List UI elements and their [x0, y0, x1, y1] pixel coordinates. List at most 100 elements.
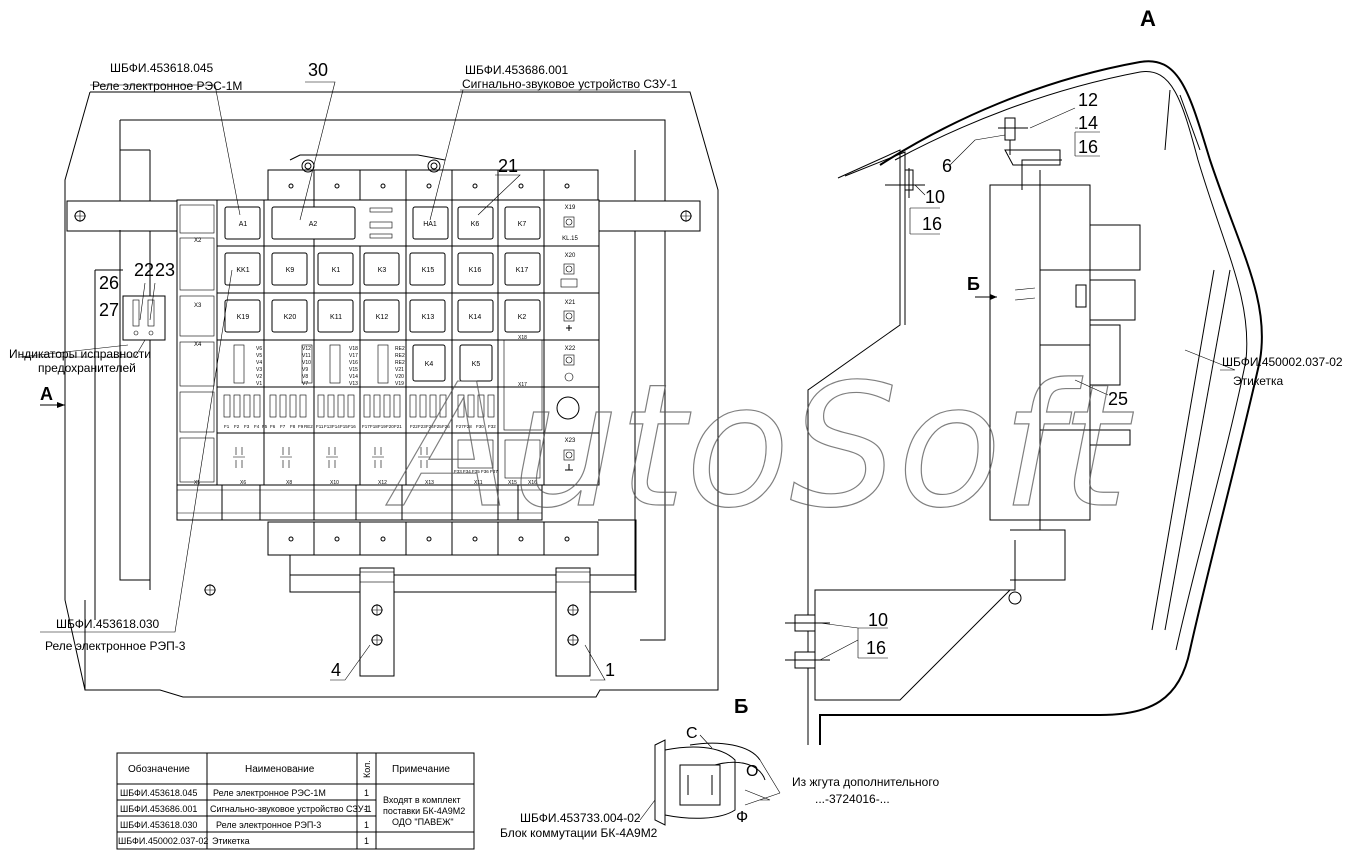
svg-text:F14: F14	[332, 424, 340, 429]
svg-text:F28: F28	[464, 424, 472, 429]
module-k16: K16	[469, 267, 482, 274]
callout-1: 1	[605, 660, 615, 680]
table-header-code: Обозначение	[128, 763, 190, 775]
module-k19: K19	[237, 314, 250, 321]
fuse-indicators	[94, 230, 166, 620]
top-lid-row	[267, 154, 599, 204]
row2-modules: KK1 K9 K1 K3 K15 K16 K17	[224, 252, 541, 286]
svg-text:F24: F24	[426, 424, 434, 429]
callout-22: 22	[134, 260, 154, 280]
x22-label: X22	[565, 346, 576, 352]
module-k14: K14	[469, 314, 482, 321]
module-k9: K9	[286, 267, 295, 274]
svg-text:F23: F23	[418, 424, 426, 429]
svg-text:V7: V7	[302, 381, 308, 387]
svg-text:RE2: RE2	[395, 353, 405, 359]
module-a2: A2	[309, 221, 318, 228]
wire-o: О	[746, 763, 758, 780]
table-row-2-qty: 1	[364, 804, 369, 814]
svg-text:V21: V21	[395, 367, 404, 373]
svg-text:X6: X6	[240, 480, 246, 486]
callout-4: 4	[331, 660, 341, 680]
table-note-2: поставки БК-4А9М2	[383, 806, 465, 816]
table-row-3-qty: 1	[364, 820, 369, 830]
clamps	[359, 567, 591, 677]
table-note-1: Входят в комплект	[383, 795, 461, 805]
diode-group-4: RE2	[395, 346, 405, 352]
table-header-name: Наименование	[245, 764, 315, 775]
callout-16-mid: 16	[922, 214, 942, 234]
watermark: AutoSoft	[385, 348, 1133, 546]
diode-group-3: V18	[349, 346, 358, 352]
rele-rec-code: ШБФИ.453618.045	[110, 61, 214, 75]
svg-text:RE2: RE2	[304, 424, 313, 429]
svg-text:F25: F25	[434, 424, 442, 429]
svg-text:F17: F17	[362, 424, 370, 429]
table-note-3: ОДО "ПАВЕЖ"	[392, 817, 454, 827]
x21-label: X21	[565, 300, 576, 306]
row1-modules: A1 A2 HA1 K6 K7	[224, 206, 541, 240]
callout-25: 25	[1108, 389, 1128, 409]
svg-text:F22: F22	[410, 424, 418, 429]
svg-text:F3: F3	[244, 424, 250, 429]
svg-text:F34: F34	[463, 469, 471, 474]
svg-text:F36: F36	[481, 469, 489, 474]
callout-6: 6	[942, 156, 952, 176]
svg-text:V3: V3	[256, 367, 262, 373]
arrow-a-label: А	[40, 384, 53, 404]
svg-text:F26: F26	[442, 424, 450, 429]
kl15-label: KL.15	[562, 236, 578, 242]
svg-text:F15: F15	[340, 424, 348, 429]
module-k12: K12	[376, 314, 389, 321]
fuse-f33: F33	[454, 469, 462, 474]
svg-text:F16: F16	[348, 424, 356, 429]
view-a-shell	[807, 60, 1263, 745]
connector-x2: X2	[194, 238, 202, 244]
module-k5: K5	[472, 361, 481, 368]
x18-label: X18	[518, 335, 527, 341]
svg-text:F4: F4	[254, 424, 260, 429]
fuse-row: F1 F2 F3 F4 F5 F6 F7 F8 F9 RE2 F11 F13 F…	[223, 394, 498, 474]
x20-label: X20	[565, 253, 576, 259]
module-ha1: HA1	[423, 221, 437, 228]
svg-text:F37: F37	[490, 469, 498, 474]
svg-text:V20: V20	[395, 374, 404, 380]
svg-text:F9: F9	[298, 424, 304, 429]
table-row-3-code: ШБФИ.453618.030	[120, 820, 197, 830]
svg-text:V19: V19	[395, 381, 404, 387]
table-row-4-code: ШБФИ.450002.037-02	[118, 836, 208, 846]
module-k2: K2	[518, 314, 527, 321]
rep-name: Реле электронное РЭП-3	[45, 639, 186, 653]
leaders-left	[19, 81, 640, 681]
spec-table	[116, 752, 475, 850]
module-k15: K15	[422, 267, 435, 274]
svg-text:V11: V11	[302, 353, 311, 359]
svg-text:V4: V4	[256, 360, 262, 366]
harness-1: Из жгута дополнительного	[792, 775, 939, 789]
rele-rec-name: Реле электронное РЭС-1М	[92, 79, 242, 93]
callout-10-top: 10	[925, 187, 945, 207]
fuse-f1: F1	[224, 424, 230, 429]
svg-text:F8: F8	[290, 424, 296, 429]
diode-group-2: V12	[302, 346, 311, 352]
diode-group-1: V6	[256, 346, 262, 352]
view-b-letter: Б	[734, 696, 748, 718]
callout-21: 21	[498, 156, 518, 176]
module-k3: K3	[378, 267, 387, 274]
wire-f: Ф	[736, 809, 748, 826]
row3-modules: K19 K20 K11 K12 K13 K14 K2	[224, 299, 541, 333]
module-k4: K4	[425, 361, 434, 368]
module-k6: K6	[471, 221, 480, 228]
x23-label: X23	[565, 438, 576, 444]
table-header-qty: Кол.	[362, 760, 372, 778]
table-row-1-code: ШБФИ.453618.045	[120, 788, 197, 798]
table-row-2-name: Сигнально-звуковое устройство СЗУ-1	[210, 804, 371, 814]
svg-text:V16: V16	[349, 360, 358, 366]
callout-30: 30	[308, 60, 328, 80]
arrow-b-label: Б	[967, 274, 980, 294]
module-k7: K7	[518, 221, 527, 228]
svg-text:V9: V9	[302, 367, 308, 373]
x17-label: X17	[518, 382, 527, 388]
svg-text:X15: X15	[508, 480, 517, 486]
module-k17: K17	[516, 267, 529, 274]
